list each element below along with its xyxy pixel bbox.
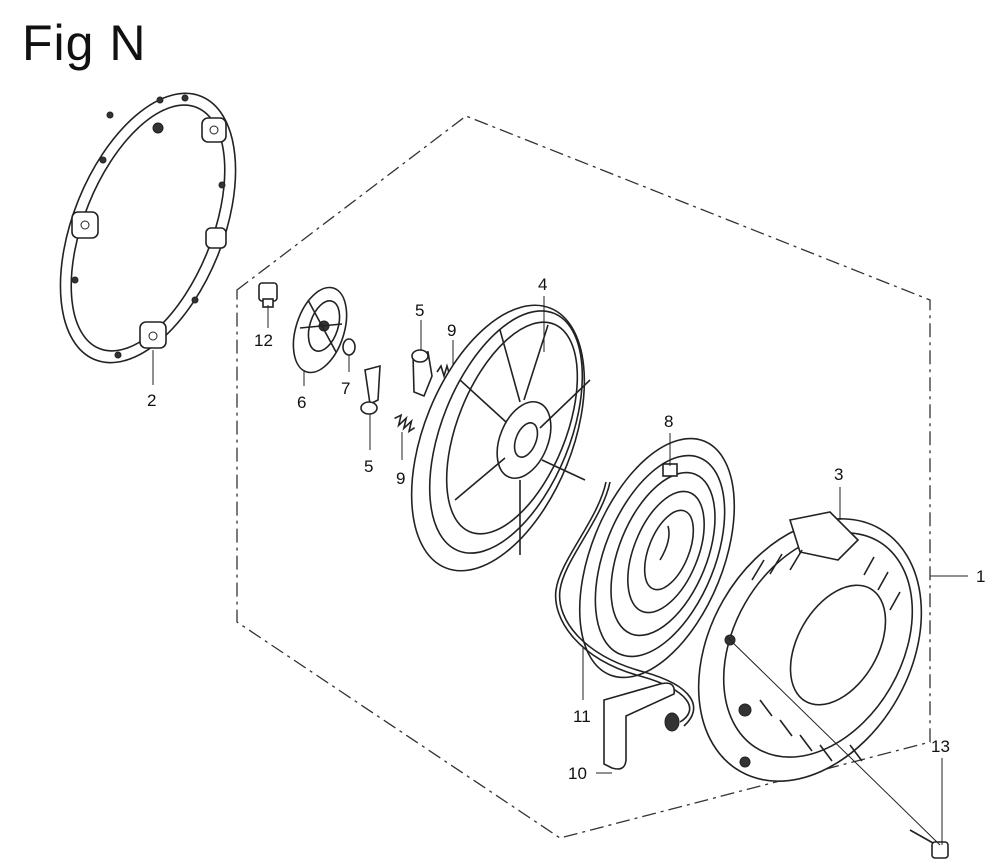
recoil-spring-icon [578,437,736,679]
ratchet-pawl-icon-lower [360,364,381,415]
washer-icon [342,338,356,356]
part-label-9-upper: 9 [447,321,456,340]
gasket-ring-icon [59,92,237,364]
starter-grip-icon [603,682,680,770]
figure-title: Fig N [22,15,147,71]
ratchet-pawl-icon-upper [411,349,433,398]
part-label-1: 1 [976,567,985,586]
assembly-boundary [236,115,931,839]
part-label-7: 7 [341,379,350,398]
part-label-9-lower: 9 [396,469,405,488]
pawl-spring-icon-lower [394,413,416,434]
part-label-3: 3 [834,465,843,484]
part-label-6: 6 [297,393,306,412]
part-label-12: 12 [254,331,273,350]
part-label-13: 13 [931,737,950,756]
part-label-5-lower: 5 [364,457,373,476]
leader-13-diag [725,635,941,846]
starter-rope-icon [554,481,691,723]
flange-bolt-icon [258,282,278,308]
part-label-2: 2 [147,391,156,410]
part-label-10: 10 [568,764,587,783]
part-label-8: 8 [664,412,673,431]
ratchet-plate-icon [292,286,348,374]
starter-reel-icon [410,304,591,572]
starter-case-icon [697,511,923,782]
part-label-4: 4 [538,275,547,294]
part-label-5-upper: 5 [415,301,424,320]
part-label-11: 11 [573,707,591,726]
case-bolt-icon [909,829,949,859]
